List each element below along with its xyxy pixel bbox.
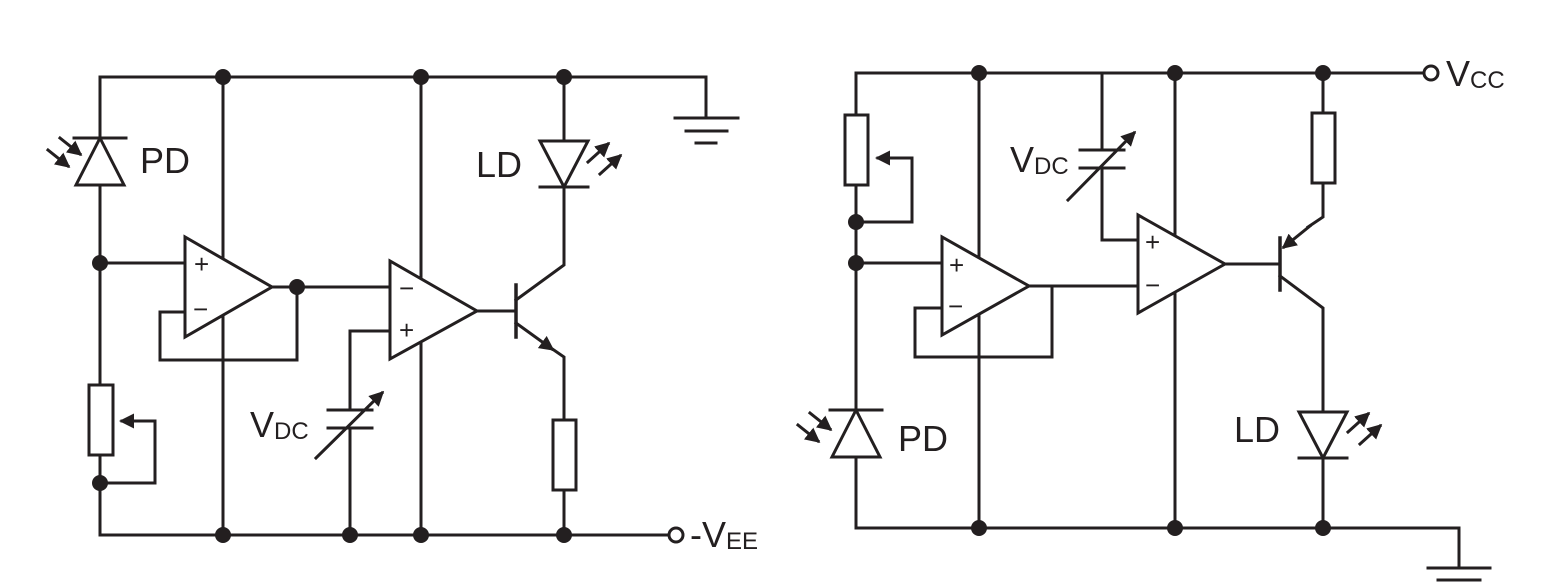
right-opamp-1: + − xyxy=(940,234,1033,338)
right-circuit: VCC PD + − xyxy=(795,53,1505,582)
left-pd-label: PD xyxy=(140,140,190,181)
svg-text:−: − xyxy=(193,294,208,324)
svg-text:+: + xyxy=(194,249,209,279)
svg-text:−: − xyxy=(1145,270,1160,300)
left-transistor-icon xyxy=(475,75,566,422)
right-potentiometer-icon xyxy=(843,113,914,224)
right-vdc-label: VDC xyxy=(1010,139,1069,180)
left-vee-label: -VEE xyxy=(690,514,758,555)
right-transistor-icon xyxy=(1223,181,1325,412)
left-opamp-1: + − xyxy=(183,234,276,340)
left-vdc-capacitor-icon xyxy=(313,390,385,461)
left-laser-diode-icon xyxy=(537,139,623,191)
left-emitter-resistor-icon xyxy=(551,418,578,492)
left-photodiode-icon xyxy=(45,134,128,187)
left-opamp-2: − + xyxy=(388,258,481,362)
right-vdc-capacitor-icon xyxy=(1065,130,1137,203)
left-circuit: -VEE PD + − xyxy=(45,69,758,555)
svg-text:−: − xyxy=(399,273,414,303)
left-potentiometer-icon xyxy=(87,383,157,485)
right-ground-icon xyxy=(1426,566,1492,582)
left-ground-icon xyxy=(673,116,740,145)
svg-text:+: + xyxy=(949,250,964,280)
right-top-rail xyxy=(854,71,1425,117)
left-vee-terminal xyxy=(667,526,685,544)
svg-text:+: + xyxy=(1145,227,1160,257)
right-vcc-terminal xyxy=(1422,64,1440,82)
right-laser-diode-icon xyxy=(1296,410,1383,462)
svg-text:−: − xyxy=(948,291,963,321)
left-vdc-label: VDC xyxy=(250,404,309,445)
right-pd-label: PD xyxy=(898,418,948,459)
right-vcc-label: VCC xyxy=(1446,53,1505,94)
right-photodiode-icon xyxy=(795,406,884,459)
svg-text:+: + xyxy=(399,315,414,345)
right-bottom-rail xyxy=(854,455,1461,570)
right-opamp-2: + − xyxy=(1136,212,1229,316)
left-top-rail xyxy=(98,75,708,150)
right-resistor-icon xyxy=(1310,111,1337,185)
left-ld-label: LD xyxy=(476,144,522,185)
right-ld-label: LD xyxy=(1234,409,1280,450)
